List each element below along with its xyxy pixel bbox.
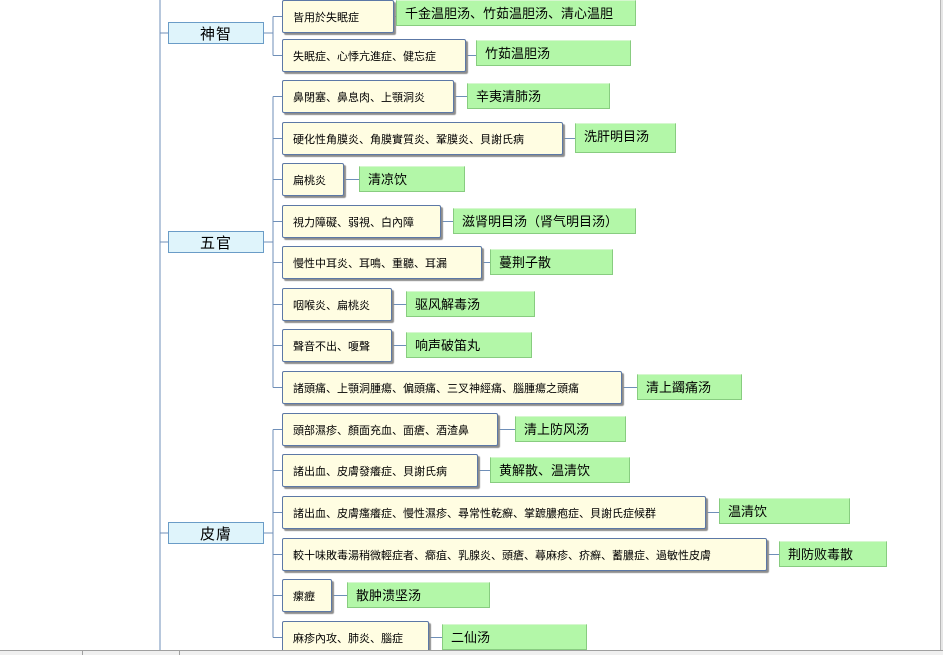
symptom-node[interactable]: 頭部濕疹、顏面充血、面瘡、酒渣鼻 xyxy=(282,413,498,446)
category-wuguan[interactable]: 五官 xyxy=(168,231,264,253)
remedy-node[interactable]: 响声破笛丸 xyxy=(406,332,532,358)
horizontal-scrollbar-edge[interactable] xyxy=(0,650,943,655)
symptom-node[interactable]: 瘰癧 xyxy=(282,579,332,612)
remedy-node[interactable]: 荆防败毒散 xyxy=(779,541,887,567)
symptom-node[interactable]: 扁桃炎 xyxy=(282,163,344,196)
remedy-node[interactable]: 驱风解毒汤 xyxy=(406,291,535,317)
remedy-node[interactable]: 竹茹温胆汤 xyxy=(476,40,631,66)
remedy-node[interactable]: 散肿溃坚汤 xyxy=(347,582,490,608)
symptom-node[interactable]: 失眠症、心悸亢進症、健忘症 xyxy=(282,39,466,72)
symptom-node[interactable]: 視力障礙、弱視、白內障 xyxy=(282,205,441,238)
symptom-node[interactable]: 聲音不出、嗄聲 xyxy=(282,329,392,362)
remedy-node[interactable]: 滋肾明目汤（肾气明目汤） xyxy=(453,208,636,234)
category-pifu[interactable]: 皮膚 xyxy=(168,522,264,544)
remedy-node[interactable]: 黄解散、温清饮 xyxy=(490,457,630,483)
remedy-node[interactable]: 千金温胆汤、竹茹温胆汤、清心温胆 xyxy=(396,0,636,26)
symptom-node[interactable]: 諸頭痛、上顎洞腫瘍、偏頭痛、三叉神經痛、腦腫瘍之頭痛 xyxy=(282,371,622,404)
remedy-node[interactable]: 辛夷清肺汤 xyxy=(467,83,610,109)
remedy-node[interactable]: 清上蠲痛汤 xyxy=(637,374,742,400)
symptom-node[interactable]: 咽喉炎、扁桃炎 xyxy=(282,288,392,321)
symptom-node[interactable]: 硬化性角膜炎、角膜實質炎、鞏膜炎、貝謝氏病 xyxy=(282,122,563,155)
symptom-node[interactable]: 諸出血、皮膚發癢症、貝謝氏病 xyxy=(282,454,478,487)
remedy-node[interactable]: 洗肝明目汤 xyxy=(575,123,676,153)
vertical-scrollbar-edge[interactable] xyxy=(940,0,943,654)
symptom-node[interactable]: 鼻閉塞、鼻息肉、上顎洞炎 xyxy=(282,80,454,113)
remedy-node[interactable]: 清凉饮 xyxy=(359,166,465,192)
symptom-node[interactable]: 諸出血、皮膚瘙癢症、慢性濕疹、尋常性乾癬、掌蹠膿疱症、貝謝氏症候群 xyxy=(282,496,706,529)
category-shenzhi[interactable]: 神智 xyxy=(168,22,264,44)
symptom-node[interactable]: 慢性中耳炎、耳鳴、重聽、耳漏 xyxy=(282,246,482,279)
scroll-thumb[interactable] xyxy=(82,651,180,655)
remedy-node[interactable]: 蔓荆子散 xyxy=(490,249,613,275)
remedy-node[interactable]: 二仙汤 xyxy=(442,624,587,650)
symptom-node[interactable]: 較十味敗毒湯稍微輕症者、癤疽、乳腺炎、頭瘡、蕁麻疹、疥癬、蓄膿症、過敏性皮膚 xyxy=(282,538,767,571)
remedy-node[interactable]: 温清饮 xyxy=(719,498,850,524)
remedy-node[interactable]: 清上防风汤 xyxy=(515,416,626,442)
symptom-node[interactable]: 皆用於失眠症 xyxy=(282,0,394,33)
